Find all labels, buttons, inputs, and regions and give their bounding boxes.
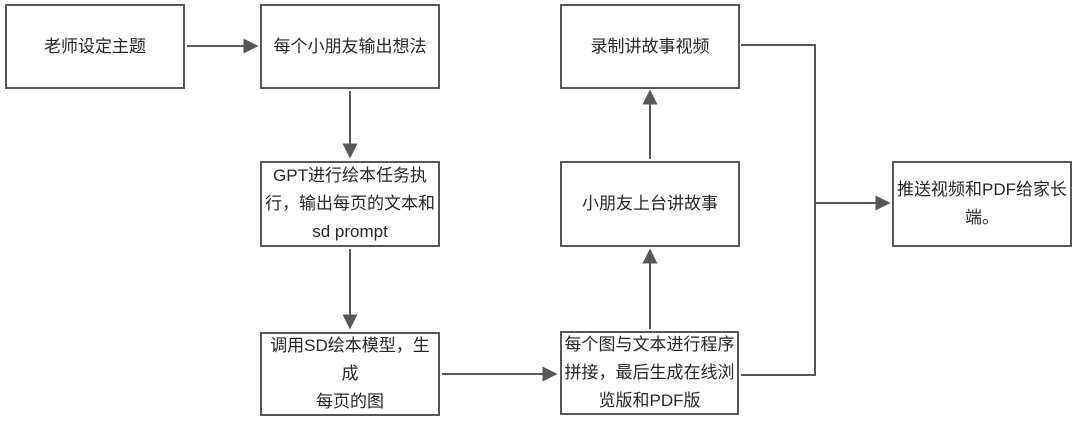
node-child-tell-story-on-stage[interactable]: 小朋友上台讲故事 — [560, 161, 740, 247]
edge-merge-record-and-assemble — [741, 44, 816, 376]
node-push-video-pdf-to-parents[interactable]: 推送视频和PDF给家长 端。 — [892, 161, 1072, 247]
node-teacher-set-topic[interactable]: 老师设定主题 — [5, 4, 185, 89]
node-record-storytelling-video[interactable]: 录制讲故事视频 — [560, 4, 740, 89]
node-children-output-ideas[interactable]: 每个小朋友输出想法 — [260, 4, 440, 89]
node-assemble-online-and-pdf[interactable]: 每个图与文本进行程序 拼接，最后生成在线浏 览版和PDF版 — [560, 331, 739, 415]
node-sd-model-generate-images[interactable]: 调用SD绘本模型，生成 每页的图 — [260, 332, 440, 416]
node-gpt-picture-book-task[interactable]: GPT进行绘本任务执 行，输出每页的文本和 sd prompt — [260, 161, 440, 247]
